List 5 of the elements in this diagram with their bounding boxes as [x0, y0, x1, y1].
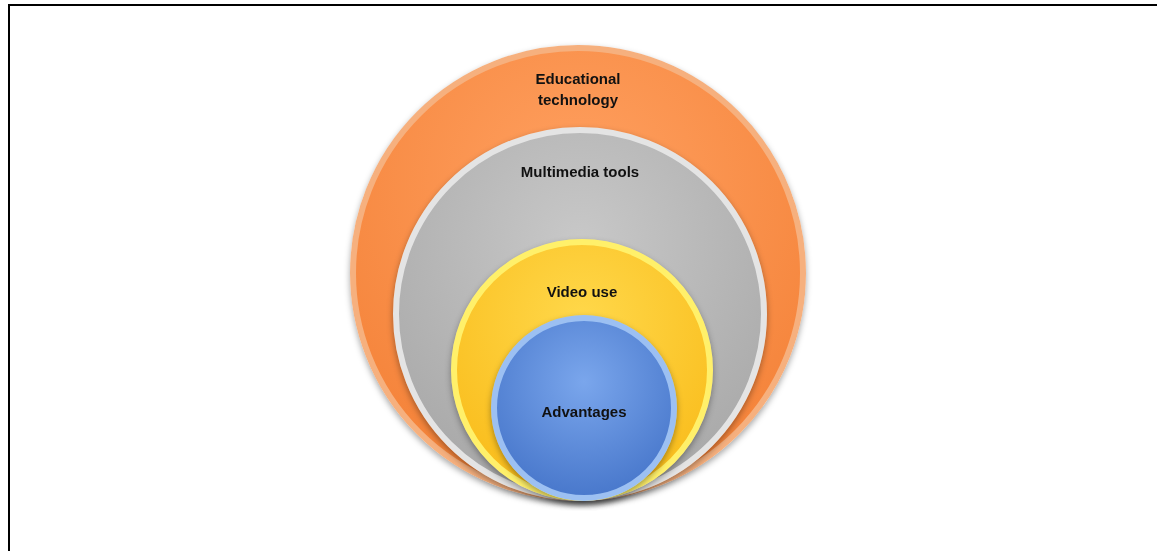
circle-label: Video use: [545, 282, 619, 302]
circle-label: Advantages: [540, 402, 628, 422]
circle-label: Educational technology: [534, 69, 622, 110]
nested-circle: [491, 315, 677, 501]
circle-label: Multimedia tools: [520, 162, 640, 182]
